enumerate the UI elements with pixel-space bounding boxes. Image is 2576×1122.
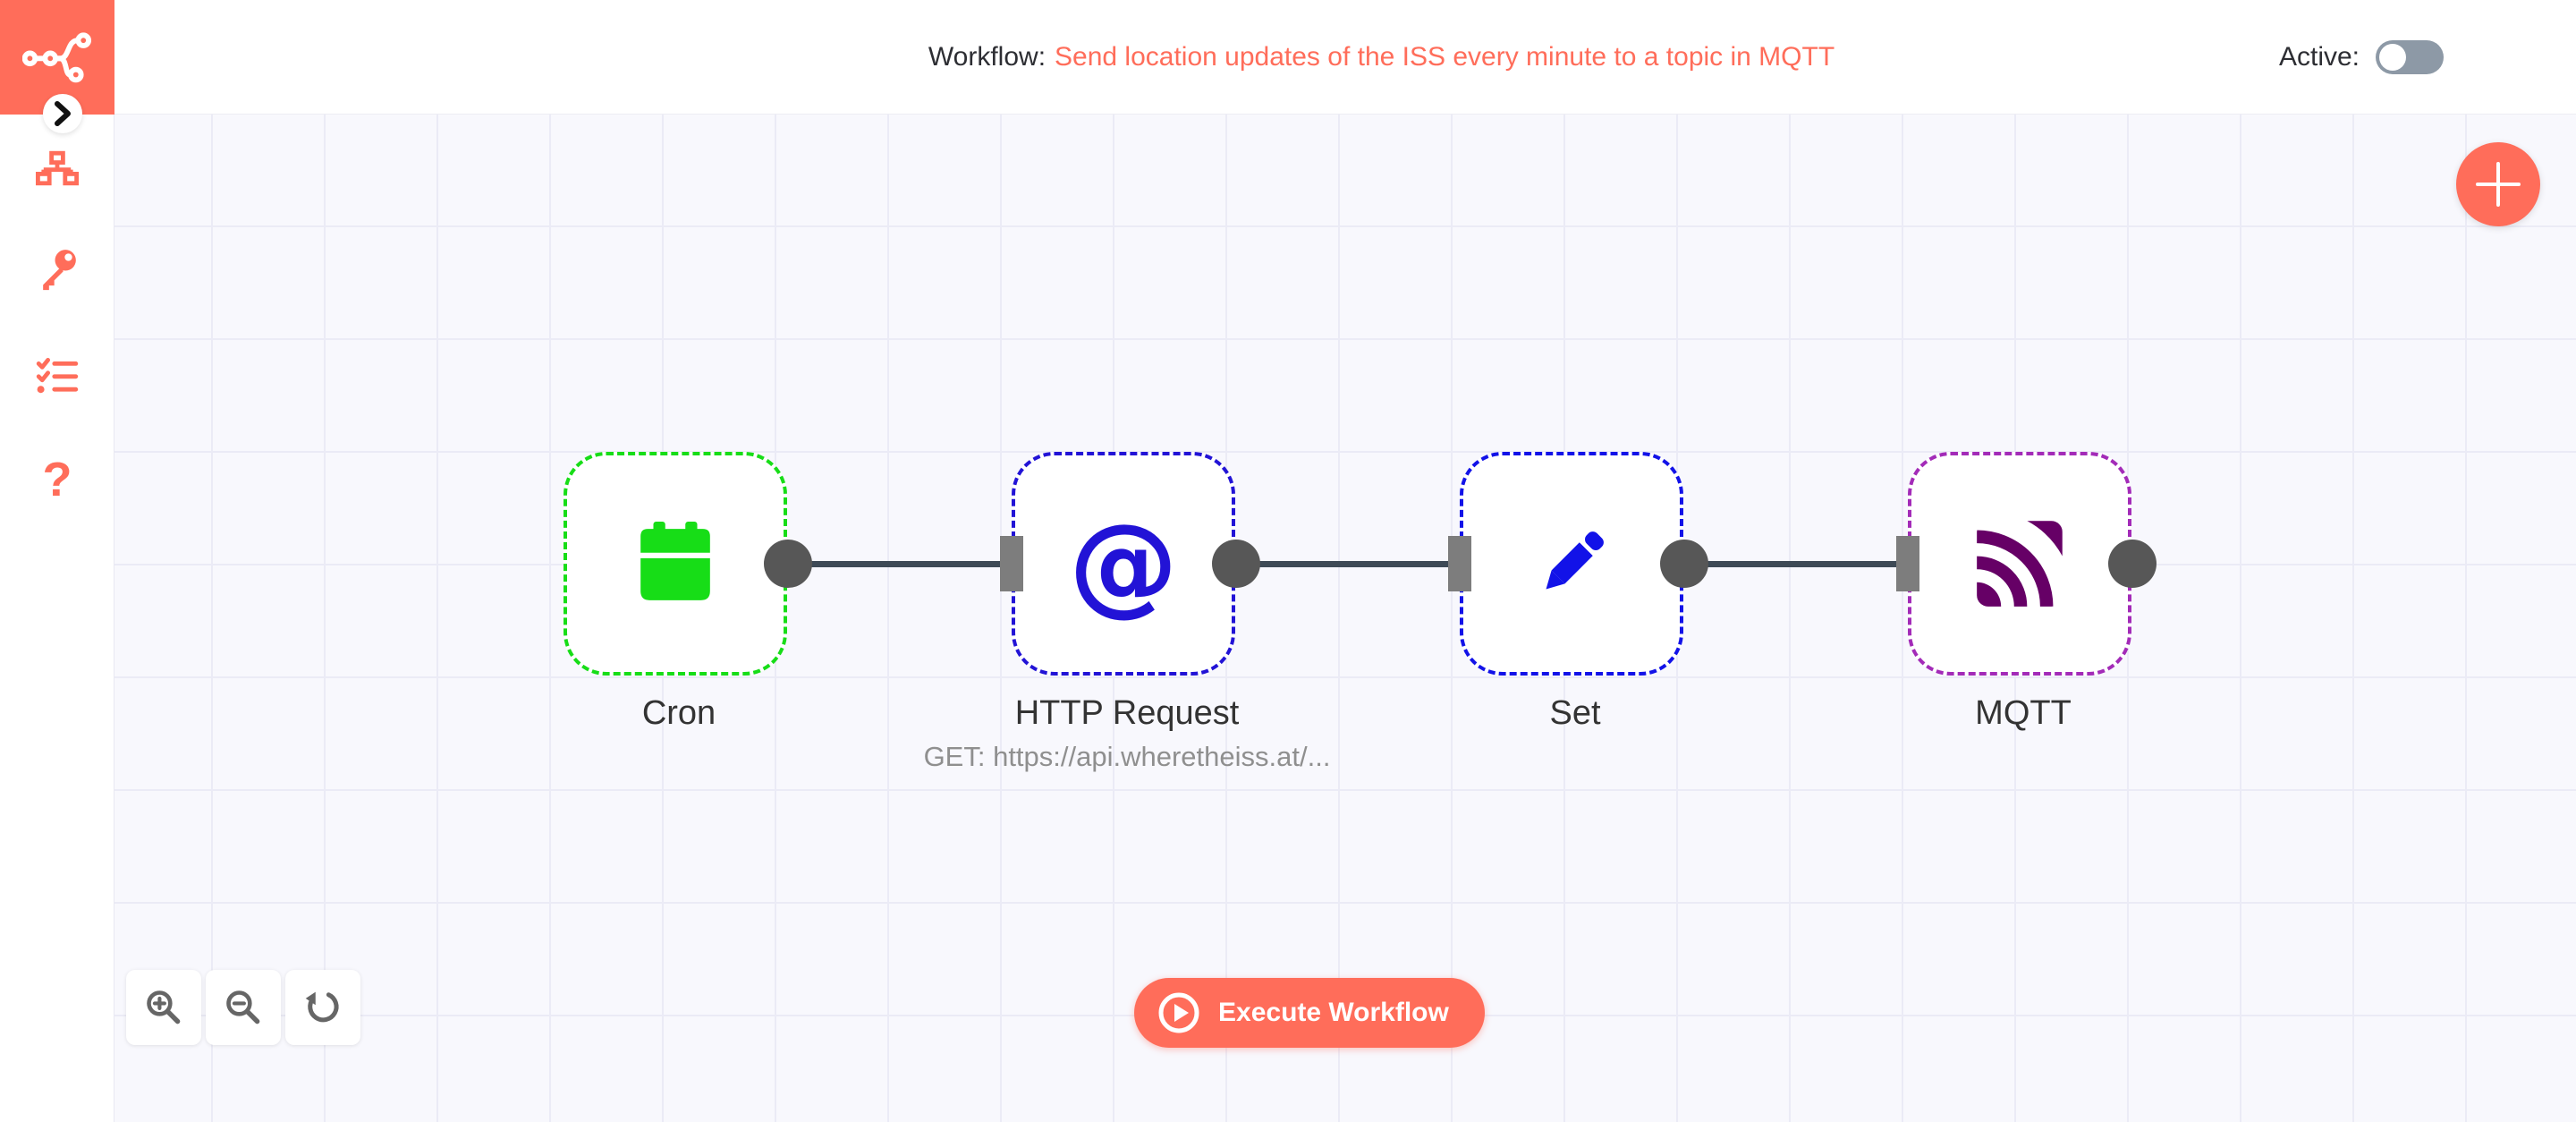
sidebar-item-workflows[interactable] [30,144,85,200]
connection-cron-http [787,561,1012,567]
node-mqtt[interactable] [1908,452,2131,676]
sidebar-item-credentials[interactable] [30,241,85,296]
workflows-icon [36,150,79,186]
input-endpoint-mqtt[interactable] [1896,536,1919,591]
output-endpoint-set[interactable] [1660,540,1708,588]
active-label: Active: [2278,42,2360,72]
workflow-name[interactable]: Send location updates of the ISS every m… [1055,42,1835,72]
reset-zoom-button[interactable] [285,970,360,1045]
input-endpoint-http[interactable] [1000,536,1023,591]
output-endpoint-mqtt[interactable] [2108,540,2157,588]
output-endpoint-cron[interactable] [764,540,812,588]
zoom-out-icon [226,990,260,1024]
zoom-in-icon [147,990,181,1024]
help-icon: ? [42,453,72,506]
workflow-title-prefix: Workflow: [928,42,1046,72]
mqtt-waves-icon [1977,521,2063,607]
top-bar: Workflow: Send location updates of the I… [114,0,2576,115]
zoom-controls [126,970,360,1045]
at-sign-icon: @ [1069,500,1178,627]
node-cron[interactable] [564,452,787,676]
node-label-cron: Cron [641,694,716,732]
zoom-out-button[interactable] [206,970,281,1045]
zoom-in-button[interactable] [126,970,201,1045]
node-label-http: HTTP Request [1014,694,1240,732]
calendar-icon [640,522,710,600]
execute-workflow-label: Execute Workflow [1218,998,1449,1027]
sidebar-item-executions[interactable] [30,348,85,404]
chevron-right-icon [55,101,71,126]
output-endpoint-http[interactable] [1212,540,1260,588]
toggle-knob [2379,44,2406,71]
workflow-title: Workflow: Send location updates of the I… [928,0,1835,115]
add-node-button[interactable] [2456,142,2540,226]
sidebar: ? [0,115,114,1122]
input-endpoint-set[interactable] [1448,536,1471,591]
play-icon [1158,992,1199,1033]
node-label-mqtt: MQTT [1975,694,2072,732]
undo-icon [305,991,339,1023]
active-toggle[interactable] [2376,40,2444,74]
node-subtitle-http: GET: https://api.wheretheiss.at/... [923,741,1331,772]
n8n-nodes-icon [22,32,92,83]
executions-icon [36,358,79,394]
connection-http-set [1235,561,1460,567]
sidebar-expand-button[interactable] [43,94,82,133]
sidebar-item-help[interactable]: ? [30,452,85,507]
plus-icon [2476,162,2521,207]
active-control: Active: [2279,0,2444,115]
node-label-set: Set [1549,694,1601,732]
credentials-icon [43,250,76,291]
workflow-canvas[interactable]: @ Cron HTTP Request Set MQTT GET: https:… [114,115,2576,1122]
pencil-icon [1546,531,1604,590]
execute-workflow-button[interactable]: Execute Workflow [1134,978,1485,1048]
node-http-request[interactable]: @ [1012,452,1235,676]
connection-set-mqtt [1683,561,1908,567]
node-set[interactable] [1460,452,1683,676]
